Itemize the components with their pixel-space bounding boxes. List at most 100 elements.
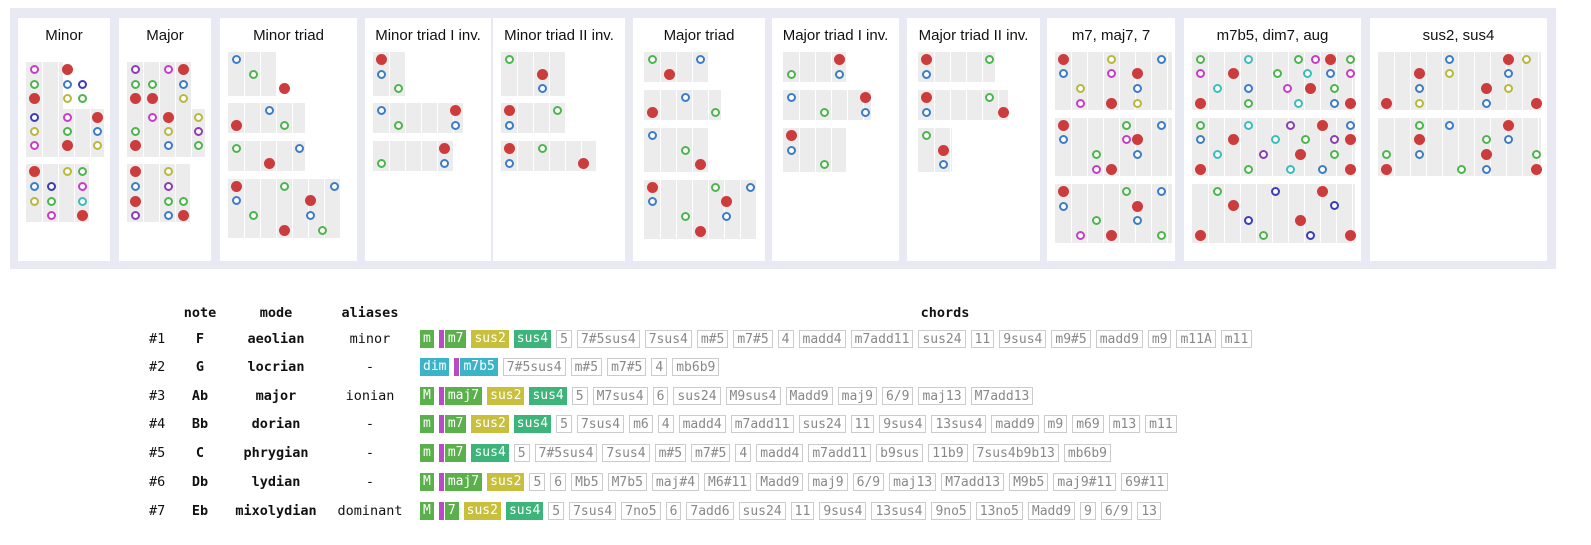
chord-chip[interactable]: 7sus4: [569, 502, 617, 520]
chord-chip[interactable]: 6: [665, 502, 682, 520]
chord-chip[interactable]: 7sus4: [644, 330, 692, 348]
chord-chip[interactable]: 4: [651, 358, 668, 376]
chord-chip[interactable]: Mb5: [571, 473, 603, 491]
chord-chip[interactable]: 6: [550, 473, 567, 491]
chord-chip[interactable]: m7add11: [808, 444, 872, 462]
featured-chord-chip[interactable]: sus2: [471, 415, 509, 433]
chord-chip[interactable]: 4: [657, 415, 674, 433]
chord-chip[interactable]: M7add13: [941, 473, 1005, 491]
chord-chip[interactable]: maj#4: [651, 473, 700, 491]
chord-chip[interactable]: 11b9: [928, 444, 968, 462]
chord-chip[interactable]: maj13: [889, 473, 937, 491]
chord-chip[interactable]: M6#11: [704, 473, 752, 491]
chord-chip[interactable]: 5: [571, 387, 588, 405]
featured-chord-chip[interactable]: m: [420, 415, 434, 433]
chord-chip[interactable]: Madd9: [785, 387, 833, 405]
chord-chip[interactable]: m#5: [654, 444, 687, 462]
featured-chord-chip[interactable]: m7: [444, 330, 467, 348]
chord-chip[interactable]: 9sus4: [819, 502, 867, 520]
chord-chip[interactable]: m11: [1220, 330, 1253, 348]
chord-chip[interactable]: mb6b9: [672, 358, 720, 376]
featured-chord-chip[interactable]: 7: [444, 502, 459, 520]
chord-chip[interactable]: m#5: [570, 358, 603, 376]
chord-chip[interactable]: maj9: [808, 473, 848, 491]
featured-chord-chip[interactable]: M: [420, 502, 434, 520]
chord-chip[interactable]: Madd9: [756, 473, 804, 491]
featured-chord-chip[interactable]: M: [420, 387, 434, 405]
chord-chip[interactable]: m7#5: [733, 330, 773, 348]
chord-chip[interactable]: m9: [1043, 415, 1068, 433]
chord-chip[interactable]: 5: [548, 502, 565, 520]
featured-chord-chip[interactable]: maj7: [444, 387, 483, 405]
chord-chip[interactable]: 5: [513, 444, 530, 462]
featured-chord-chip[interactable]: maj7: [444, 473, 483, 491]
chord-chip[interactable]: sus24: [738, 502, 786, 520]
chord-chip[interactable]: 9sus4: [879, 415, 927, 433]
chord-chip[interactable]: madd9: [991, 415, 1039, 433]
chord-chip[interactable]: maj13: [918, 387, 966, 405]
chord-chip[interactable]: maj9: [837, 387, 877, 405]
chord-chip[interactable]: 7sus4: [576, 415, 625, 433]
chord-chip[interactable]: m7add11: [850, 330, 914, 348]
featured-chord-chip[interactable]: M: [420, 473, 434, 491]
featured-chord-chip[interactable]: m: [420, 444, 434, 462]
chord-chip[interactable]: 4: [735, 444, 752, 462]
chord-chip[interactable]: Madd9: [1027, 502, 1076, 520]
chord-chip[interactable]: 11: [970, 330, 995, 348]
chord-chip[interactable]: 13no5: [975, 502, 1023, 520]
chord-chip[interactable]: M7add13: [970, 387, 1034, 405]
featured-chord-chip[interactable]: sus4: [529, 387, 567, 405]
chord-chip[interactable]: madd4: [678, 415, 726, 433]
chord-chip[interactable]: 6/9: [852, 473, 885, 491]
chord-chip[interactable]: 7#5sus4: [502, 358, 566, 376]
chord-chip[interactable]: m11: [1145, 415, 1177, 433]
chord-chip[interactable]: M9sus4: [725, 387, 781, 405]
featured-chord-chip[interactable]: sus4: [505, 502, 544, 520]
chord-chip[interactable]: m9: [1147, 330, 1172, 348]
featured-chord-chip[interactable]: sus4: [513, 415, 552, 433]
featured-chord-chip[interactable]: m7b5: [460, 358, 498, 376]
featured-chord-chip[interactable]: m7: [444, 444, 467, 462]
chord-chip[interactable]: 13sus4: [931, 415, 987, 433]
chord-chip[interactable]: 5: [529, 473, 546, 491]
chord-chip[interactable]: 13: [1137, 502, 1161, 520]
chord-chip[interactable]: 11: [790, 502, 815, 520]
featured-chord-chip[interactable]: m7: [444, 415, 467, 433]
chord-chip[interactable]: madd9: [1095, 330, 1143, 348]
chord-chip[interactable]: 13sus4: [871, 502, 927, 520]
chord-chip[interactable]: m7#5: [607, 358, 647, 376]
chord-chip[interactable]: 7#5sus4: [576, 330, 640, 348]
chord-chip[interactable]: M9b5: [1009, 473, 1049, 491]
chord-chip[interactable]: 7add6: [686, 502, 734, 520]
chord-chip[interactable]: 7sus4: [602, 444, 650, 462]
featured-chord-chip[interactable]: sus2: [487, 473, 525, 491]
chord-chip[interactable]: 69#11: [1121, 473, 1169, 491]
featured-chord-chip[interactable]: sus2: [471, 330, 509, 348]
chord-chip[interactable]: 9sus4: [999, 330, 1047, 348]
chord-chip[interactable]: 7#5sus4: [534, 444, 598, 462]
chord-chip[interactable]: madd4: [756, 444, 804, 462]
chord-chip[interactable]: sus24: [673, 387, 721, 405]
chord-chip[interactable]: 5: [556, 330, 572, 348]
chord-chip[interactable]: 7no5: [621, 502, 661, 520]
chord-chip[interactable]: M7sus4: [592, 387, 648, 405]
chord-chip[interactable]: m9#5: [1051, 330, 1091, 348]
chord-chip[interactable]: 5: [556, 415, 572, 433]
chord-chip[interactable]: m6: [629, 415, 653, 433]
chord-chip[interactable]: m7#5: [691, 444, 731, 462]
chord-chip[interactable]: sus24: [798, 415, 846, 433]
chord-chip[interactable]: 9: [1080, 502, 1096, 520]
chord-chip[interactable]: m7add11: [730, 415, 794, 433]
chord-chip[interactable]: 7sus4b9b13: [972, 444, 1059, 462]
chord-chip[interactable]: m#5: [696, 330, 729, 348]
chord-chip[interactable]: 4: [777, 330, 794, 348]
featured-chord-chip[interactable]: sus2: [463, 502, 501, 520]
chord-chip[interactable]: madd4: [798, 330, 846, 348]
chord-chip[interactable]: 11: [850, 415, 875, 433]
chord-chip[interactable]: M7b5: [607, 473, 647, 491]
chord-chip[interactable]: 9no5: [931, 502, 971, 520]
featured-chord-chip[interactable]: m: [420, 330, 434, 348]
featured-chord-chip[interactable]: sus4: [513, 330, 552, 348]
chord-chip[interactable]: m13: [1108, 415, 1141, 433]
chord-chip[interactable]: 6/9: [881, 387, 914, 405]
